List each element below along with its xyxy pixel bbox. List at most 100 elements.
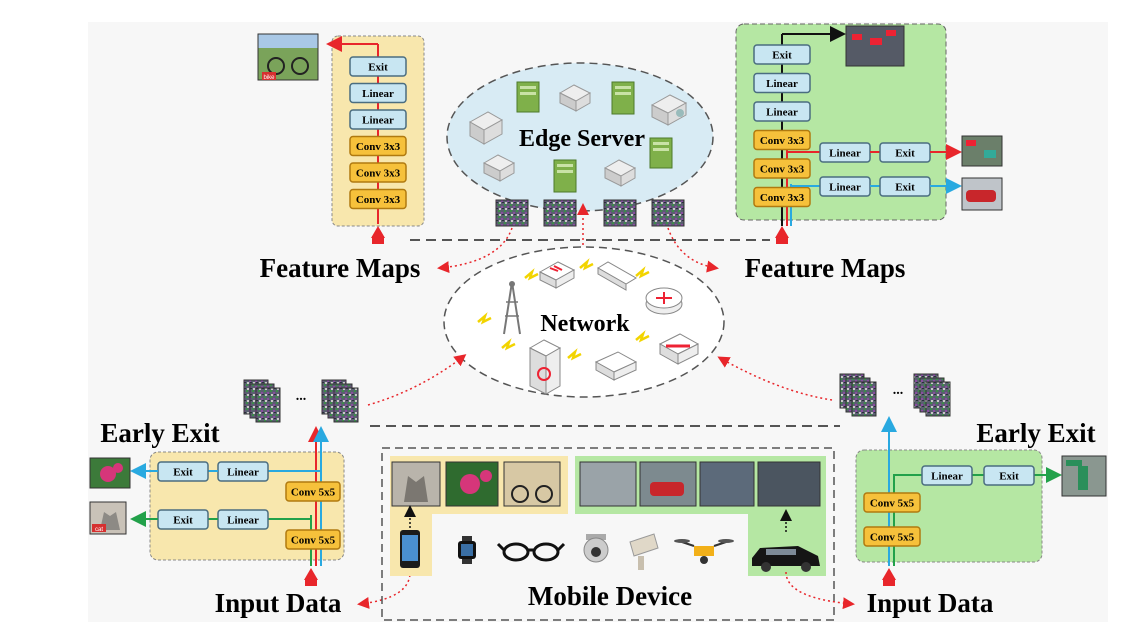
exit-block: Exit xyxy=(157,461,209,482)
conv-block: Conv 3x3 xyxy=(753,129,811,151)
network-label: Network xyxy=(540,311,630,337)
firewall-icon xyxy=(645,287,683,315)
exit-block-label: Exit xyxy=(772,50,792,62)
output-image-person xyxy=(1061,455,1107,497)
exit-block-label: Exit xyxy=(895,148,915,160)
conv-block-label: Conv 3x3 xyxy=(356,168,401,180)
conv-block-label: Conv 3x3 xyxy=(760,135,805,147)
device-right-input-arrow-stem xyxy=(883,578,895,586)
conv-block-box xyxy=(863,526,921,547)
output-image-street-1 xyxy=(961,135,1003,167)
lightning-icon xyxy=(635,330,650,343)
feature-map-cubes-right: ... xyxy=(839,373,951,417)
device-left-to-network-arrow xyxy=(367,354,467,406)
conv-block-label: Conv 5x5 xyxy=(291,535,336,547)
exit-block: Exit xyxy=(983,465,1035,486)
conv-block: Conv 5x5 xyxy=(863,492,921,513)
device-right-to-network-arrow xyxy=(717,356,833,401)
conv-block-box xyxy=(753,158,811,179)
mobile-device-icons xyxy=(400,530,820,572)
conv-block-box xyxy=(753,129,811,151)
exit-block: Exit xyxy=(879,176,931,197)
conv-block-label: Conv 3x3 xyxy=(356,194,401,206)
drone-icon xyxy=(674,539,734,564)
lightning-icon xyxy=(567,348,582,361)
conv-block-box xyxy=(349,135,407,157)
server-rack-icon xyxy=(528,339,562,395)
switch-icon xyxy=(594,351,638,381)
feature-maps-right-label: Feature Maps xyxy=(745,253,906,283)
conv-block: Conv 3x3 xyxy=(753,158,811,179)
linear-block-label: Linear xyxy=(227,515,259,527)
linear-block: Linear xyxy=(753,72,811,94)
linear-block-box xyxy=(349,82,407,104)
glasses-icon xyxy=(496,542,566,562)
edge-right-input-arrow xyxy=(775,226,789,238)
server-icons xyxy=(468,81,688,193)
early-exit-right-label: Early Exit xyxy=(976,418,1095,448)
switch-icon xyxy=(597,261,637,291)
router-icon xyxy=(658,333,700,365)
conv-block: Conv 3x3 xyxy=(349,188,407,210)
smartphone-icon xyxy=(400,530,420,568)
conv-block: Conv 5x5 xyxy=(285,529,341,550)
linear-block-box xyxy=(921,465,973,486)
ellipsis-right: ... xyxy=(893,383,904,398)
server-icon xyxy=(558,84,592,112)
linear-block-label: Linear xyxy=(931,471,963,483)
smartwatch-icon xyxy=(458,536,476,564)
linear-block-label: Linear xyxy=(829,182,861,194)
feature-maps-left-label: Feature Maps xyxy=(260,253,421,283)
tag-cat: cat xyxy=(95,527,103,533)
server-icon xyxy=(611,81,635,115)
conv-block-label: Conv 5x5 xyxy=(870,498,915,510)
conv-block: Conv 3x3 xyxy=(349,135,407,157)
security-camera-icon xyxy=(629,533,659,570)
feature-arrow-left xyxy=(437,227,513,274)
edge-left-input-arrow xyxy=(371,226,385,238)
exit-block-label: Exit xyxy=(173,515,193,527)
server-icon xyxy=(516,81,540,113)
linear-block: Linear xyxy=(217,509,269,530)
lightning-icon xyxy=(635,266,650,279)
feature-map-cubes-top xyxy=(495,199,685,227)
mobile-device-box xyxy=(381,447,835,621)
conv-block-box xyxy=(349,188,407,210)
output-image-traffic xyxy=(845,25,905,67)
linear-block-label: Linear xyxy=(227,467,259,479)
car-icon xyxy=(752,546,820,572)
exit-block-label: Exit xyxy=(173,467,193,479)
device-right-input-arrow xyxy=(882,568,896,580)
feature-map-cube xyxy=(651,199,685,227)
linear-block-label: Linear xyxy=(766,107,798,119)
linear-block: Linear xyxy=(349,82,407,104)
device-left-input-arrow xyxy=(304,568,318,580)
exit-block-label: Exit xyxy=(368,62,388,74)
conv-block-box xyxy=(349,162,407,183)
edge-right-input-arrow-stem xyxy=(776,236,788,244)
exit-block-box xyxy=(983,465,1035,486)
conv-block-label: Conv 3x3 xyxy=(760,164,805,176)
lightning-icon xyxy=(524,268,539,281)
linear-block: Linear xyxy=(819,142,871,163)
feature-arrow-right xyxy=(667,227,719,273)
conv-block-box xyxy=(753,186,811,208)
lightning-icon xyxy=(477,312,492,325)
feature-map-cube xyxy=(495,199,529,227)
exit-block: Exit xyxy=(349,56,407,77)
linear-block: Linear xyxy=(217,461,269,482)
edge-server-cloud xyxy=(446,62,714,212)
tag-bike: bike xyxy=(263,75,275,81)
device-left-input-arrow-stem xyxy=(305,578,317,586)
edge-left-input-arrow-stem xyxy=(372,236,384,244)
conv-block-label: Conv 3x3 xyxy=(760,192,805,204)
network-icons xyxy=(477,258,700,395)
output-image-flower xyxy=(89,457,131,489)
linear-block: Linear xyxy=(753,101,811,122)
server-icon xyxy=(650,94,688,126)
server-icon xyxy=(553,159,577,193)
server-icon xyxy=(649,137,673,169)
